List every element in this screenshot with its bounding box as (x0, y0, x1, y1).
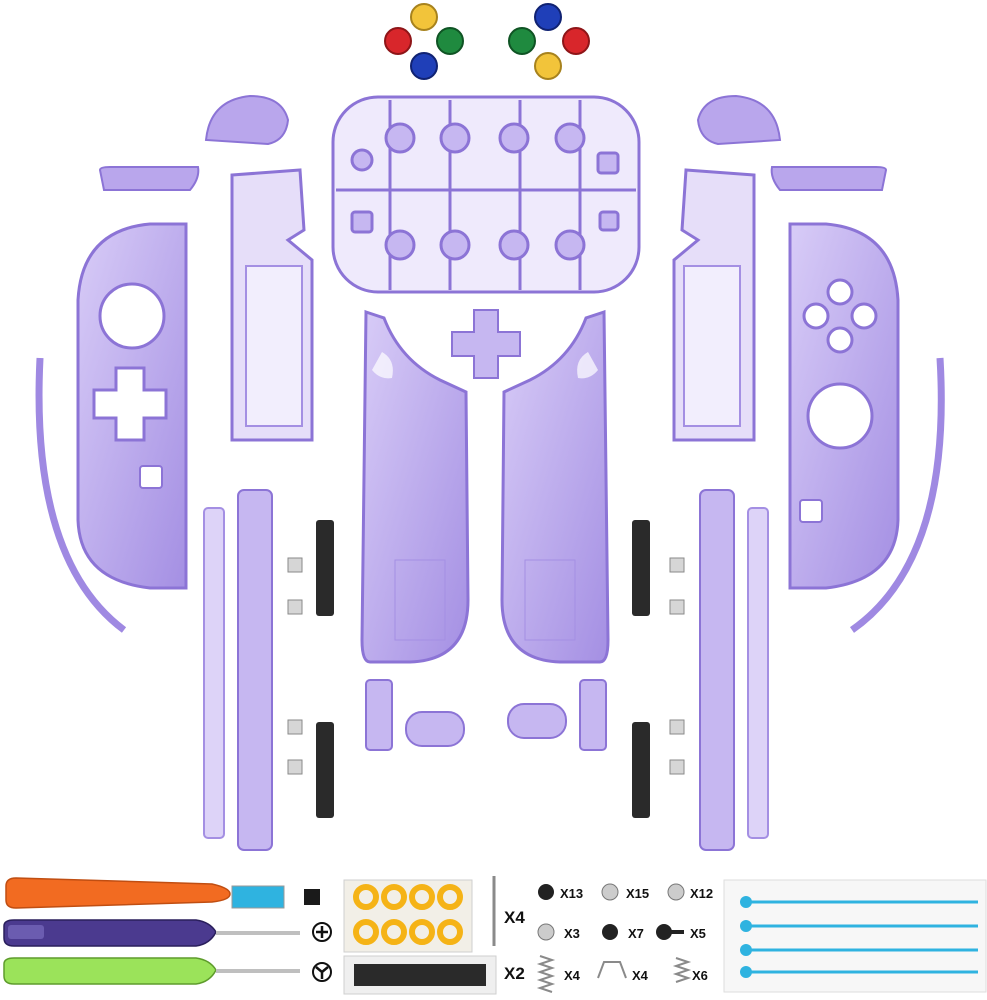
joycon-back-shell-left (360, 309, 470, 664)
side-rail-curve-right (849, 357, 945, 633)
qty-screw-f: X5 (690, 926, 706, 941)
small-metal-clips (287, 557, 685, 775)
button-green (508, 27, 536, 55)
joystick-ring-sheet (343, 879, 473, 953)
screw-icons (537, 883, 685, 941)
screwdriver-tri-wing (3, 957, 300, 985)
qty-screw-d: X3 (564, 926, 580, 941)
side-rail-curve-left (35, 357, 127, 633)
rail-right (699, 489, 769, 851)
spring-icons (536, 955, 692, 993)
abxy-buttons-right (508, 3, 590, 80)
qty-screw-b: X15 (626, 886, 650, 901)
button-red (384, 27, 412, 55)
trigger-left (98, 94, 290, 191)
foam-strip-sheet (343, 955, 497, 995)
qty-spring-c: X6 (692, 968, 708, 983)
qty-foam: X2 (504, 964, 525, 983)
qty-screw-c: X12 (690, 886, 714, 901)
joycon-back-shell-right (500, 309, 610, 664)
sl-sr-buttons (316, 520, 650, 818)
lanyard-card (723, 879, 987, 993)
dpad (451, 309, 521, 379)
joycon-front-shell-left (76, 222, 188, 590)
inner-frame-left (230, 168, 314, 442)
trigger-right (696, 94, 888, 191)
button-blue (534, 3, 562, 31)
rail-left (203, 489, 273, 851)
adhesive-sticker-blue (231, 885, 285, 909)
button-green (436, 27, 464, 55)
y-head-icon (312, 962, 332, 982)
button-red (562, 27, 590, 55)
inner-frame-right (672, 168, 756, 442)
latch-parts (365, 679, 607, 751)
abxy-buttons-left (384, 3, 464, 80)
pry-tool (5, 877, 231, 909)
cross-head-icon (312, 922, 332, 942)
qty-spring-b: X4 (632, 968, 648, 983)
button-blue (410, 52, 438, 80)
button-yellow (534, 52, 562, 80)
qty-screw-a: X13 (560, 886, 584, 901)
joycon-front-shell-right (788, 222, 900, 590)
qty-rings: X4 (504, 908, 525, 927)
qty-spring-a: X4 (564, 968, 580, 983)
qty-screw-e: X7 (628, 926, 644, 941)
adhesive-pad-black (304, 889, 320, 905)
screwdriver-phillips (3, 919, 300, 947)
button-yellow (410, 3, 438, 31)
button-sprue-frame (331, 95, 641, 294)
